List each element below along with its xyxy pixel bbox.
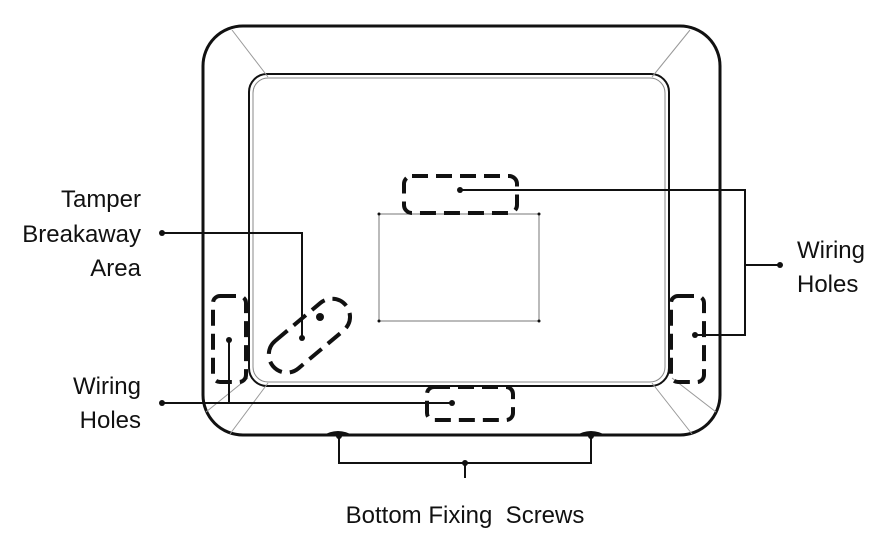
label-wiring-left-2: Holes [80, 407, 141, 434]
tamper-breakaway-area [266, 296, 352, 375]
label-wiring-left-1: Wiring [73, 373, 141, 400]
label-wiring-right-1: Wiring [797, 237, 865, 264]
label-tamper-3: Area [90, 255, 141, 282]
label-tamper-2: Breakaway [22, 221, 141, 248]
inner-panel-inner-line [252, 77, 666, 383]
inner-panel [248, 73, 670, 387]
wiring-hole-right [669, 294, 706, 384]
label-wiring-right-2: Holes [797, 271, 858, 298]
outer-housing [201, 24, 722, 437]
leader-lines [162, 189, 780, 478]
label-bottom-screws: Bottom Fixing Screws [346, 502, 585, 529]
corner-bevel-lines [205, 29, 717, 435]
leader-dots [159, 187, 783, 466]
wiring-hole-top [402, 174, 519, 215]
label-tamper-1: Tamper [61, 186, 141, 213]
center-recess [378, 213, 540, 322]
tamper-screw-hole [316, 313, 324, 321]
